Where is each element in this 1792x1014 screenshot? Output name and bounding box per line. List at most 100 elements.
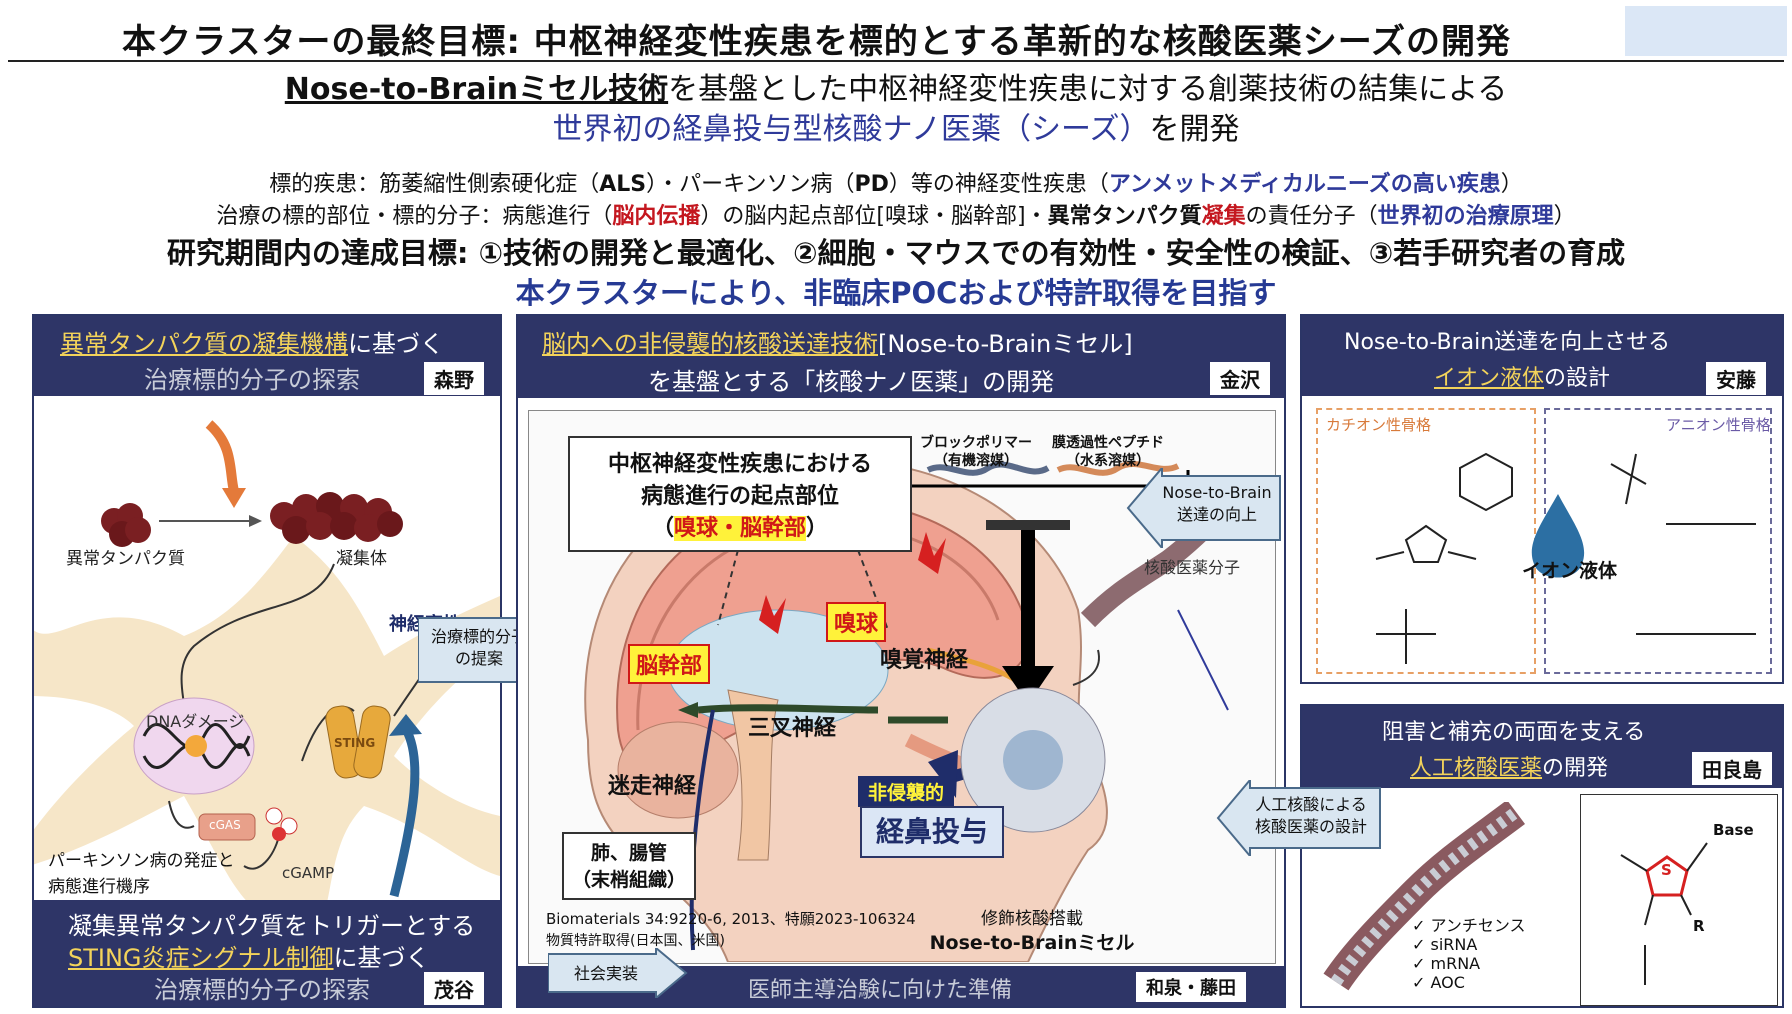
origin-box-line-1: 中枢神経変性疾患における [607, 452, 872, 477]
bf4-icon [1610, 463, 1647, 485]
left-panel-footer: 凝集異常タンパク質をトリガーとする STING炎症シグナル制御に基づく 治療標的… [34, 900, 500, 1006]
subtitle-blue: 世界初の経鼻投与型核酸ナノ医薬（シーズ） [552, 112, 1150, 147]
origin-box-close: ） [806, 516, 829, 541]
trigeminal-label: 三叉神経 [748, 716, 837, 741]
n2b-improve-callout: Nose-to-Brain 送達の向上 [1158, 482, 1276, 526]
goal-poc-line: 本クラスターにより、非臨床POCおよび特許取得を目指す [515, 276, 1277, 310]
sting-label: STING [334, 736, 376, 750]
left-head-2: 治療標的分子の探索 [144, 366, 360, 394]
nasal-administration-label: 経鼻投与 [860, 806, 1004, 858]
sting-control-arrow [389, 723, 420, 898]
clinical-prep-label: 医師主導治験に向けた準備 [748, 978, 1013, 1003]
modality-antisense: アンチセンス [1430, 916, 1526, 935]
modality-item: ✓ AOC [1412, 973, 1465, 992]
goal-line: 研究期間内の達成目標: ①技術の開発と最適化、②細胞・マウスでの有効性・安全性の… [166, 236, 1626, 270]
artificial-design-callout: 人工核酸による 核酸医薬の設計 [1244, 794, 1378, 838]
modality-list: ✓ アンチセンス ✓ siRNA ✓ mRNA ✓ AOC [1412, 916, 1526, 992]
olfactory-label: 嗅球 [826, 602, 887, 642]
r-label: R [1693, 917, 1705, 935]
brainstem-label: 脳幹部 [628, 644, 711, 684]
imidazolium-icon [1404, 524, 1448, 563]
reference-1: Biomaterials 34:9220-6, 2013、特願2023-1063… [546, 910, 916, 928]
artificial-callout-2: 核酸医薬の設計 [1254, 817, 1367, 836]
pyridinium-icon [1459, 452, 1513, 512]
ionic-liquid-drop-icon [1531, 494, 1585, 578]
neuron-cell-body [34, 536, 500, 916]
peripheral-line-2: （末梢組織） [571, 869, 686, 891]
noninvasive-label: 非侵襲的 [858, 776, 955, 807]
olfactory-nerve-label: 嗅覚神経 [880, 648, 969, 673]
modality-item: ✓ mRNA [1412, 954, 1481, 973]
right-top-head-ul: イオン液体 [1434, 366, 1545, 391]
center-head-rest: [Nose-to-Brainミセル] [878, 330, 1133, 358]
trigger-arrow [205, 420, 239, 493]
cgas-label: cGAS [209, 818, 241, 832]
artificial-callout-1: 人工核酸による [1255, 795, 1367, 814]
subtitle-tech: Nose-to-Brainミセル技術 [284, 72, 669, 107]
social-implementation-label: 社会実装 [573, 964, 638, 983]
subtitle-line-1: Nose-to-Brainミセル技術を基盤とした中枢神経変性疾患に対する創薬技術… [0, 64, 1792, 108]
left-foot-rest: に基づく [333, 944, 430, 972]
info-text: 標的疾患：筋萎縮性側索硬化症（ [269, 172, 600, 197]
left-foot-1: 凝集異常タンパク質をトリガーとする [68, 912, 476, 940]
damage-burst-icon [185, 735, 207, 757]
info-aggregation: 凝集 [1201, 204, 1246, 229]
pd-onset-label-2: 病態進行機序 [48, 877, 150, 897]
lightning-olfactory-icon [918, 532, 946, 574]
n2b-improve-arrow [1126, 468, 1281, 548]
title-bar: 本クラスターの最終目標: 中枢神経変性疾患を標的とする革新的な核酸医薬シーズの開… [0, 0, 1792, 62]
lightning-brainstem-icon [759, 595, 786, 634]
left-head-rest: に基づく [348, 330, 444, 358]
thio-sugar-structure [1620, 842, 1708, 985]
damage-arrow [180, 563, 335, 707]
right-top-tag: 安藤 [1706, 362, 1766, 395]
block-polymer-text: ブロックポリマー [920, 435, 1032, 451]
center-tag: 金沢 [1210, 362, 1270, 395]
peptide-text: 膜透過性ペプチド [1052, 435, 1164, 451]
modality-aoc: AOC [1430, 973, 1465, 992]
micelle-label-2: Nose-to-Brainミセル [929, 932, 1135, 954]
cation-label: カチオン性骨格 [1326, 416, 1432, 434]
left-panel-header: 異常タンパク質の凝集機構に基づく 治療標的分子の探索 森野 [34, 316, 500, 396]
s-label: S [1661, 861, 1672, 879]
title-accent-block [1625, 6, 1787, 56]
modality-item: ✓ アンチセンス [1412, 916, 1526, 935]
center-panel-header: 脳内への非侵襲的核酸送達技術[Nose-to-Brainミセル] を基盤とする「… [518, 316, 1284, 398]
peripheral-box: 肺、腸管 （末梢組織） [562, 832, 696, 900]
callout-line-1: 治療標的分子 [430, 627, 527, 646]
modality-item: ✓ siRNA [1412, 935, 1478, 954]
structure-box: Base R S [1580, 794, 1778, 1006]
info-propagation: 脳内伝播 [612, 204, 701, 229]
info-line-1: 標的疾患：筋萎縮性側索硬化症（ALS）・パーキンソン病（PD）等の神経変性疾患（… [0, 166, 1792, 198]
right-bottom-head-1: 阻害と補充の両面を支える [1382, 720, 1646, 745]
subtitle-rest-2: を開発 [1149, 112, 1240, 147]
ionic-liquid-label: イオン液体 [1522, 560, 1618, 582]
sting-icon [325, 705, 391, 779]
info-principle: 世界初の治療原理 [1377, 204, 1554, 229]
dna-damage-label: DNAダメージ [146, 712, 245, 731]
subtitle-rest: を基盤とした中枢神経変性疾患に対する創薬技術の結集による [668, 72, 1508, 107]
subtitle-line-2: 世界初の経鼻投与型核酸ナノ医薬（シーズ）を開発 [0, 104, 1792, 148]
page-title: 本クラスターの最終目標: 中枢神経変性疾患を標的とする革新的な核酸医薬シーズの開… [122, 22, 1512, 62]
right-top-header: Nose-to-Brain送達を向上させる イオン液体の設計 安藤 [1302, 316, 1782, 396]
left-foot-ul: STING炎症シグナル制御 [68, 944, 334, 972]
origin-box-open: （ [651, 516, 674, 541]
center-head-2: を基盤とする「核酸ナノ医薬」の開発 [648, 368, 1055, 396]
right-bottom-header: 阻害と補充の両面を支える 人工核酸医薬の開発 田良島 [1302, 706, 1782, 788]
origin-box-red: 嗅球・脳幹部 [673, 516, 806, 541]
peptide-label: 膜透過性ペプチド （水系溶媒） [1052, 434, 1164, 470]
base-label: Base [1713, 821, 1754, 839]
pd-onset-label: パーキンソン病の発症と [48, 851, 235, 871]
nucleic-molecule-label: 核酸医薬分子 [1144, 558, 1241, 577]
info-text: ）の脳内起点部位[嗅球・脳幹部]・ [700, 204, 1048, 229]
center-head-ul: 脳内への非侵襲的核酸送達技術 [542, 330, 878, 358]
artificial-nucleic-acid-icon [1323, 802, 1525, 991]
info-pd: PD [854, 172, 889, 197]
info-text: ）等の神経変性疾患（ [888, 172, 1109, 197]
anion-label: アニオン性骨格 [1666, 416, 1771, 434]
aggregate-icon [270, 492, 403, 544]
vagus-line [689, 709, 715, 951]
right-bottom-head-rest: の開発 [1542, 756, 1609, 781]
cgamp-label: cGAMP [282, 864, 335, 882]
modality-sirna: siRNA [1430, 935, 1478, 954]
